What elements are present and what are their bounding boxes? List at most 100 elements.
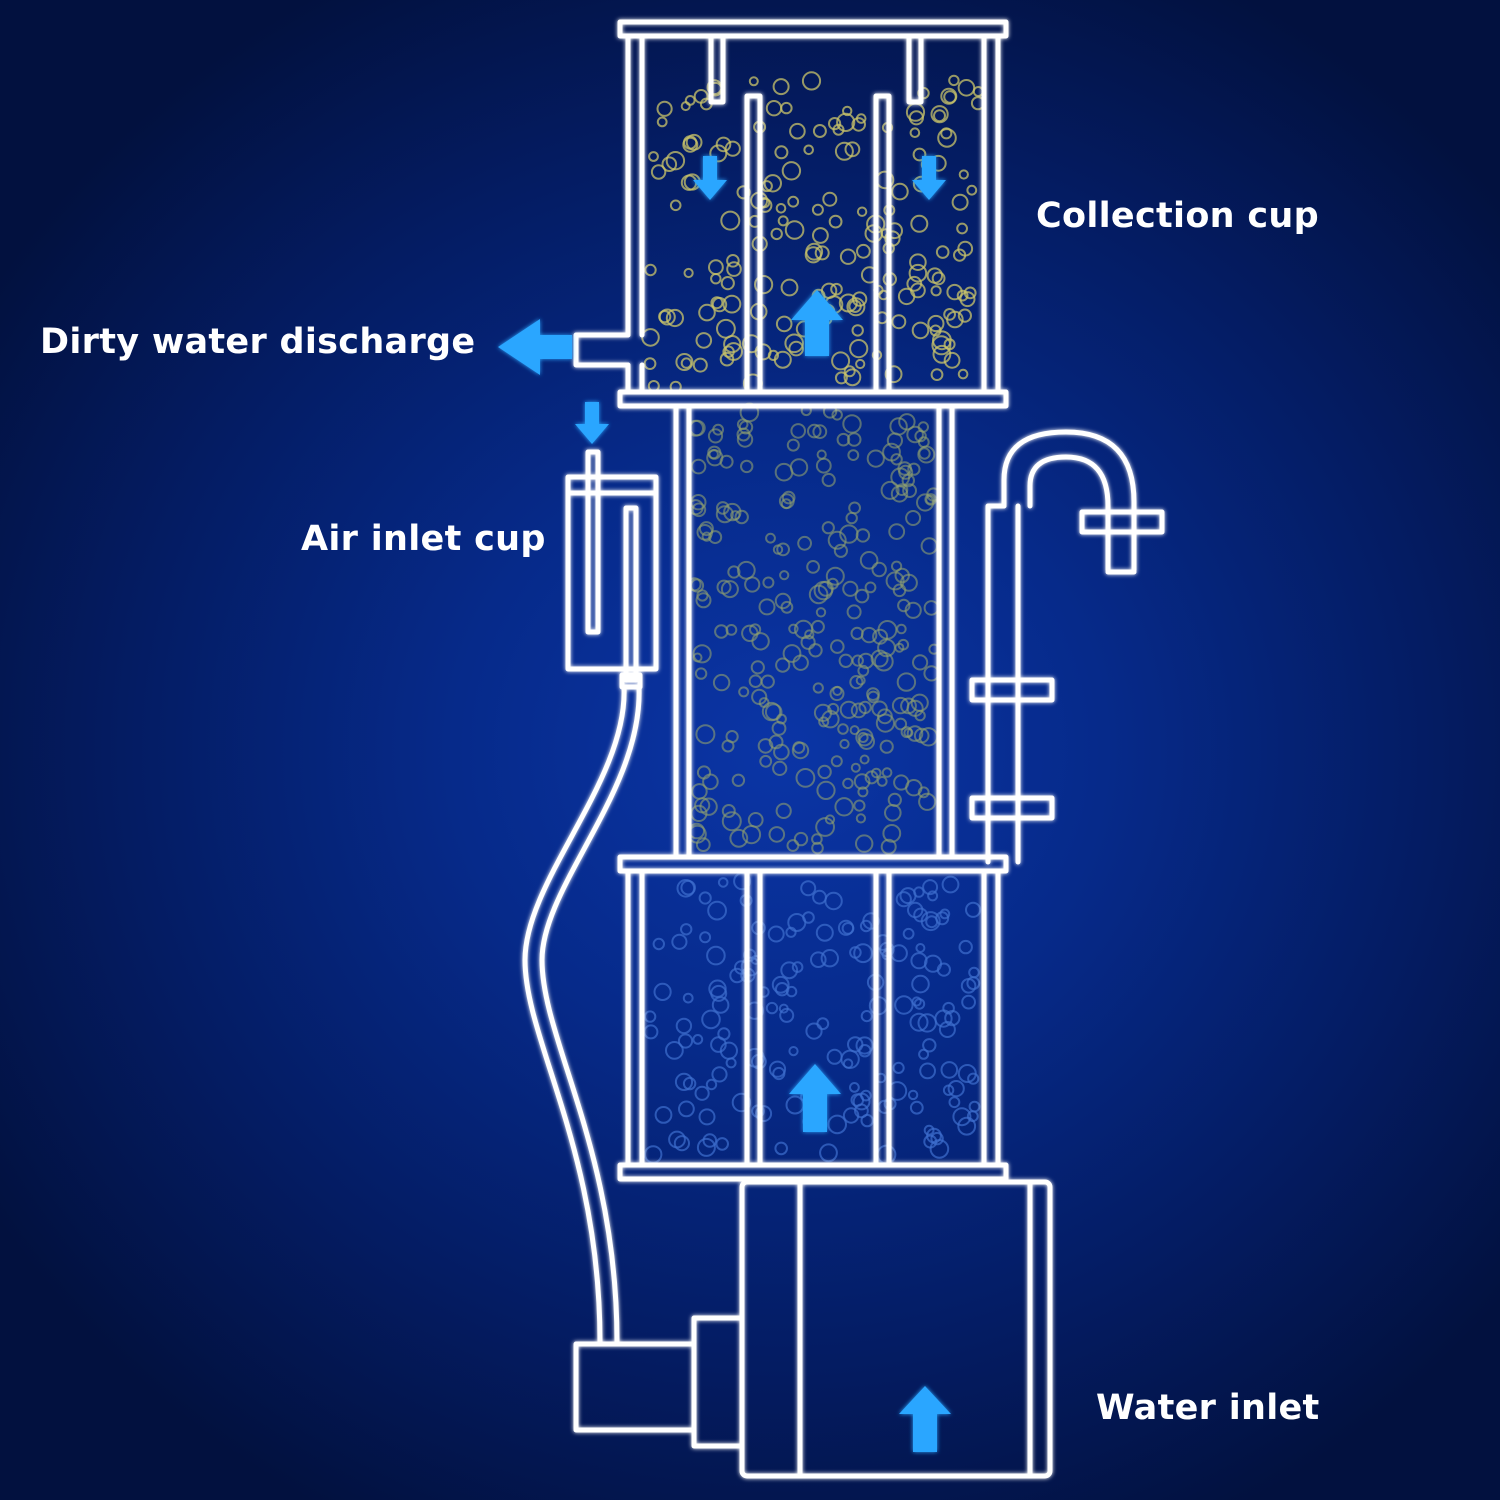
bubble (772, 544, 784, 555)
bubble (815, 457, 832, 474)
bubble (650, 164, 667, 180)
bubble (967, 1072, 980, 1085)
bubble (774, 982, 790, 997)
bubble (902, 927, 915, 940)
bubble (887, 792, 902, 808)
bubble (948, 74, 960, 87)
water-inlet-label: Water inlet (1096, 1388, 1320, 1428)
bubble (786, 839, 800, 852)
bubble (748, 76, 759, 87)
bubble (776, 542, 790, 557)
bubble (726, 253, 740, 268)
bubble (912, 147, 927, 162)
air-inlet-cup (565, 449, 659, 690)
bubble (836, 112, 856, 133)
bubble (828, 117, 842, 131)
bubble (812, 124, 827, 138)
bubble (788, 1046, 799, 1057)
bubble (853, 943, 873, 964)
bubble (780, 278, 799, 297)
bubble (896, 672, 917, 692)
bubble (930, 368, 944, 382)
bubble (781, 490, 796, 505)
bubble (812, 682, 824, 694)
bubble (698, 1108, 716, 1126)
bubble (780, 101, 793, 115)
bubble (805, 1022, 823, 1040)
bubble (917, 445, 936, 464)
bubble (966, 184, 978, 196)
bubble (810, 951, 827, 969)
bubble (904, 601, 922, 619)
bubble (915, 943, 926, 953)
bubble (933, 109, 946, 123)
bubble (678, 1100, 695, 1118)
bubble (927, 890, 939, 902)
bubble (943, 351, 961, 369)
bubble (695, 724, 716, 745)
bubble (875, 713, 896, 733)
bubble (736, 431, 754, 448)
bubble (838, 653, 853, 668)
bubble (777, 215, 789, 227)
bubble (788, 623, 799, 634)
bubble (849, 946, 862, 959)
bubble (927, 314, 945, 333)
bubble (712, 673, 731, 692)
bubble (784, 220, 805, 240)
bubble (894, 717, 908, 731)
bubble (705, 1078, 718, 1091)
bubble (816, 1017, 830, 1031)
bubble (715, 505, 734, 524)
bubble (844, 141, 861, 158)
bubble (947, 1080, 965, 1098)
bubble (892, 1061, 905, 1075)
bubble (886, 432, 904, 449)
collection-cup-label: Collection cup (1036, 196, 1320, 236)
bubble (665, 1041, 684, 1060)
dirty-water-discharge-spout (573, 332, 631, 368)
bubble (656, 116, 668, 128)
bubble (827, 530, 847, 550)
bubble (920, 911, 941, 932)
bubble (824, 814, 836, 825)
bubble (834, 797, 854, 817)
bubble (644, 263, 657, 277)
bubble (830, 639, 845, 654)
bubble (842, 1058, 854, 1069)
bubble (963, 286, 977, 300)
bubble (911, 321, 930, 340)
bubble (803, 144, 815, 156)
bubble (922, 879, 939, 896)
bubble (765, 100, 783, 117)
bubble (765, 1001, 779, 1015)
bubble (895, 891, 912, 908)
bubble (790, 423, 807, 439)
bubble (881, 767, 893, 778)
bubble (857, 664, 870, 677)
bubble (698, 303, 716, 322)
bubble (911, 974, 930, 994)
bubble (873, 651, 894, 672)
bubble (853, 799, 866, 812)
bubble (943, 338, 956, 351)
bubble (815, 607, 827, 618)
bubble (926, 267, 943, 284)
bubble (721, 811, 742, 832)
bubble (707, 428, 724, 444)
bubble (801, 71, 822, 91)
bubble (780, 961, 799, 980)
bubble (846, 432, 862, 447)
bubble (782, 644, 802, 663)
bubble (774, 462, 794, 482)
bubble (923, 665, 940, 682)
bubble (692, 644, 712, 664)
bubble (724, 342, 743, 361)
bubble (839, 738, 850, 750)
bubble (856, 206, 868, 217)
bubble (648, 151, 659, 162)
bubble (698, 891, 712, 905)
bubble (923, 1124, 935, 1136)
bubble (658, 310, 672, 324)
bubble (694, 667, 708, 680)
